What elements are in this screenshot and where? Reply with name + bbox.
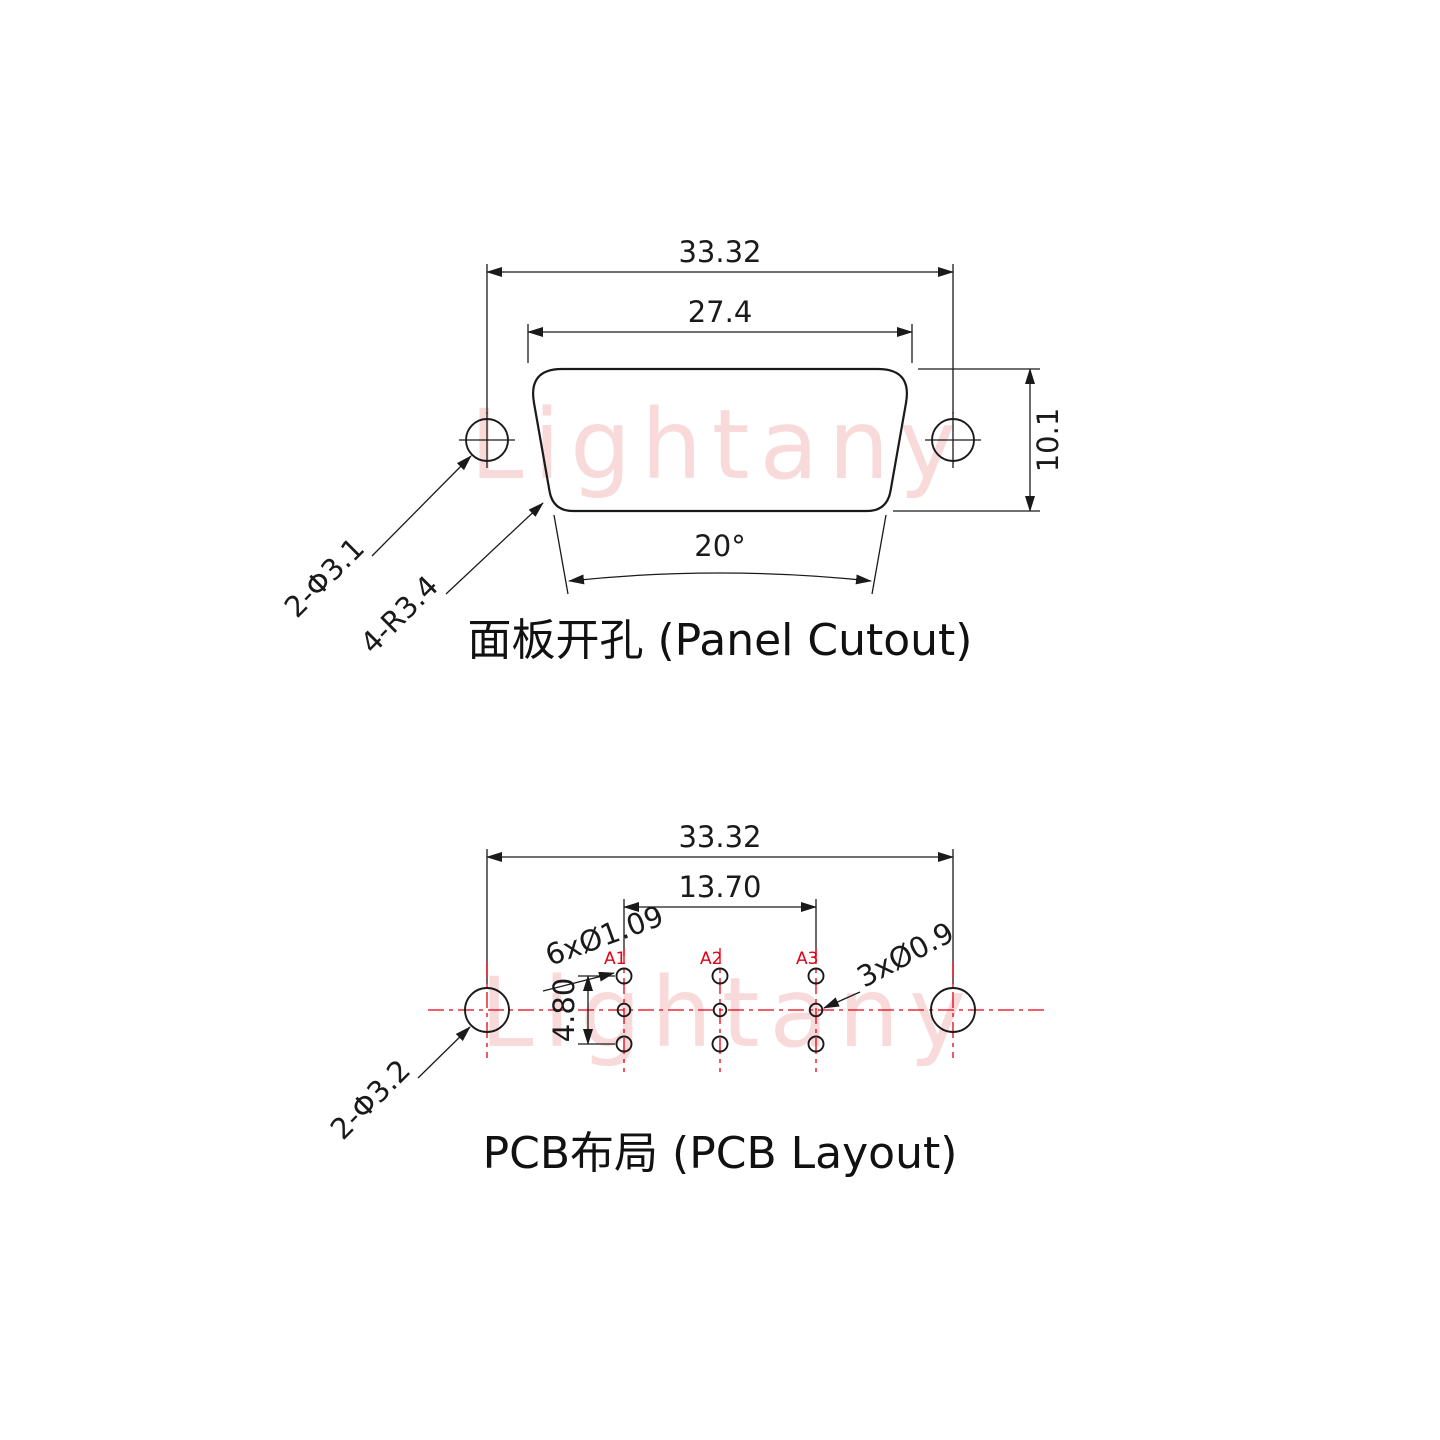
pad-hole-a1-bottom	[615, 1035, 633, 1053]
pad-label-a2: A2	[700, 949, 722, 969]
pad-hole-a1-top	[615, 967, 633, 985]
angle-dimension-arc	[568, 572, 872, 585]
watermark-text: Lightany	[470, 389, 966, 501]
pcb-layout-title: PCB布局 (PCB Layout)	[483, 1128, 958, 1179]
pcb-layout-drawing: 33.32 13.70 A1 A2 A3 4.80	[324, 820, 1048, 1179]
pad-label-a3: A3	[796, 949, 818, 969]
leader-line	[417, 1026, 471, 1079]
leader-line	[371, 455, 472, 557]
pad-hole-a2-center	[712, 1002, 728, 1018]
dim-cutout-width: 27.4	[688, 295, 753, 329]
angle-extension-line	[553, 514, 569, 595]
dim-contact-span: 13.70	[678, 870, 761, 904]
dim-mount-holes: 2-Φ3.1	[278, 531, 371, 624]
panel-cutout-title: 面板开孔 (Panel Cutout)	[468, 615, 973, 666]
pad-hole-a3-center	[808, 1002, 824, 1018]
leader-line	[445, 502, 544, 595]
dim-row-pitch: 4.80	[547, 978, 581, 1043]
pad-hole-a1-center	[616, 1002, 632, 1018]
dim-corner-radius: 4-R3.4	[354, 569, 445, 660]
dim-overall-width: 33.32	[678, 235, 761, 269]
leader-line	[542, 971, 615, 992]
pad-hole-a2-top	[711, 967, 729, 985]
dsub-cutout-outline	[532, 367, 908, 513]
pad-hole-a3-bottom	[807, 1035, 825, 1053]
leader-line	[823, 991, 861, 1009]
dim-cutout-height: 10.1	[1031, 408, 1065, 473]
pad-hole-a2-bottom	[711, 1035, 729, 1053]
dim-mount-holes: 2-Φ3.2	[324, 1053, 417, 1146]
dim-overall-width: 33.32	[678, 820, 761, 854]
pad-hole-a3-top	[807, 967, 825, 985]
angle-extension-line	[871, 514, 887, 595]
mount-hole-left	[464, 987, 510, 1033]
pad-label-a1: A1	[604, 949, 626, 969]
dim-side-angle: 20°	[694, 529, 745, 563]
mount-hole-right	[930, 987, 976, 1033]
